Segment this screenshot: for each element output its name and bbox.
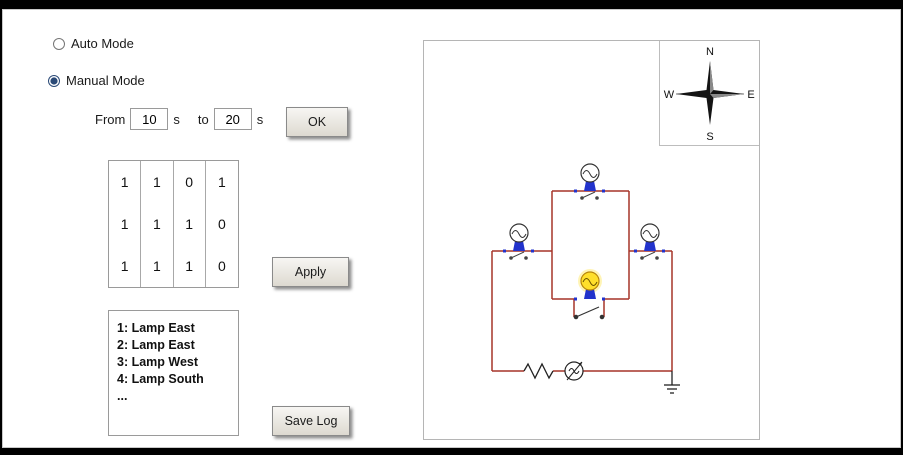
main-window: Auto Mode Manual Mode From s to s OK 1 1… (2, 9, 901, 448)
circuit-panel: N W E S (423, 40, 760, 440)
ok-button[interactable]: OK (286, 107, 348, 137)
log-line[interactable]: 2: Lamp East (117, 338, 195, 352)
matrix-cell[interactable]: 1 (141, 203, 174, 245)
ac-source-icon (564, 361, 584, 381)
circuit-diagram (491, 163, 680, 394)
from-unit-label: s (173, 111, 180, 127)
lamp-west-icon (503, 223, 534, 253)
signal-matrix[interactable]: 1 1 0 1 1 1 1 0 1 1 1 0 (108, 160, 239, 288)
log-listbox[interactable]: 1: Lamp East 2: Lamp East 3: Lamp West 4… (108, 310, 239, 436)
matrix-cell[interactable]: 1 (109, 203, 142, 245)
circuit-wires (491, 190, 673, 372)
log-line[interactable]: 3: Lamp West (117, 355, 199, 369)
manual-mode-radio-input[interactable] (48, 74, 60, 87)
from-time-input[interactable] (130, 108, 169, 130)
from-label: From (95, 111, 126, 127)
apply-button[interactable]: Apply (272, 257, 349, 287)
compass-west-label: W (664, 89, 675, 101)
log-line[interactable]: 1: Lamp East (117, 321, 195, 335)
matrix-cell[interactable]: 0 (174, 161, 206, 203)
resistor-icon (523, 362, 554, 380)
log-line[interactable]: ... (117, 389, 128, 403)
switch-east-icon[interactable] (640, 251, 659, 260)
lamp-east-icon (634, 223, 665, 253)
matrix-cell[interactable]: 1 (174, 203, 206, 245)
to-time-input[interactable] (213, 108, 252, 130)
compass-east-label: E (747, 89, 754, 101)
matrix-cell[interactable]: 0 (217, 216, 226, 232)
compass-rose-icon: N W E S (664, 46, 755, 143)
ground-icon (664, 371, 680, 394)
log-line[interactable]: 4: Lamp South (117, 372, 204, 386)
manual-mode-label: Manual Mode (66, 73, 145, 88)
matrix-cell[interactable]: 0 (217, 258, 226, 274)
compass-north-label: N (706, 46, 714, 58)
switch-north-icon[interactable] (580, 191, 599, 200)
auto-mode-radio[interactable]: Auto Mode (53, 36, 134, 51)
lamp-north-icon (574, 163, 605, 193)
to-unit-label: s (256, 111, 264, 127)
save-log-button[interactable]: Save Log (272, 406, 350, 436)
matrix-cell[interactable]: 1 (141, 161, 174, 203)
lamp-south-lit-icon (574, 269, 605, 301)
switch-south-open-icon[interactable] (573, 306, 605, 320)
compass-south-label: S (706, 131, 713, 143)
matrix-cell[interactable]: 1 (217, 174, 226, 190)
time-range-row: From s to s (95, 108, 263, 130)
window-top-bar (0, 0, 903, 9)
switch-west-icon[interactable] (509, 251, 528, 260)
manual-mode-radio[interactable]: Manual Mode (48, 73, 145, 88)
matrix-cell[interactable]: 1 (141, 245, 174, 287)
matrix-cell[interactable]: 1 (109, 245, 142, 287)
to-label: to (197, 111, 209, 127)
auto-mode-radio-input[interactable] (53, 37, 65, 50)
compass-box: N W E S (659, 41, 759, 146)
matrix-cell[interactable]: 1 (109, 161, 142, 203)
matrix-cell[interactable]: 1 (174, 245, 206, 287)
auto-mode-label: Auto Mode (71, 36, 134, 51)
window-bottom-bar (0, 448, 903, 455)
